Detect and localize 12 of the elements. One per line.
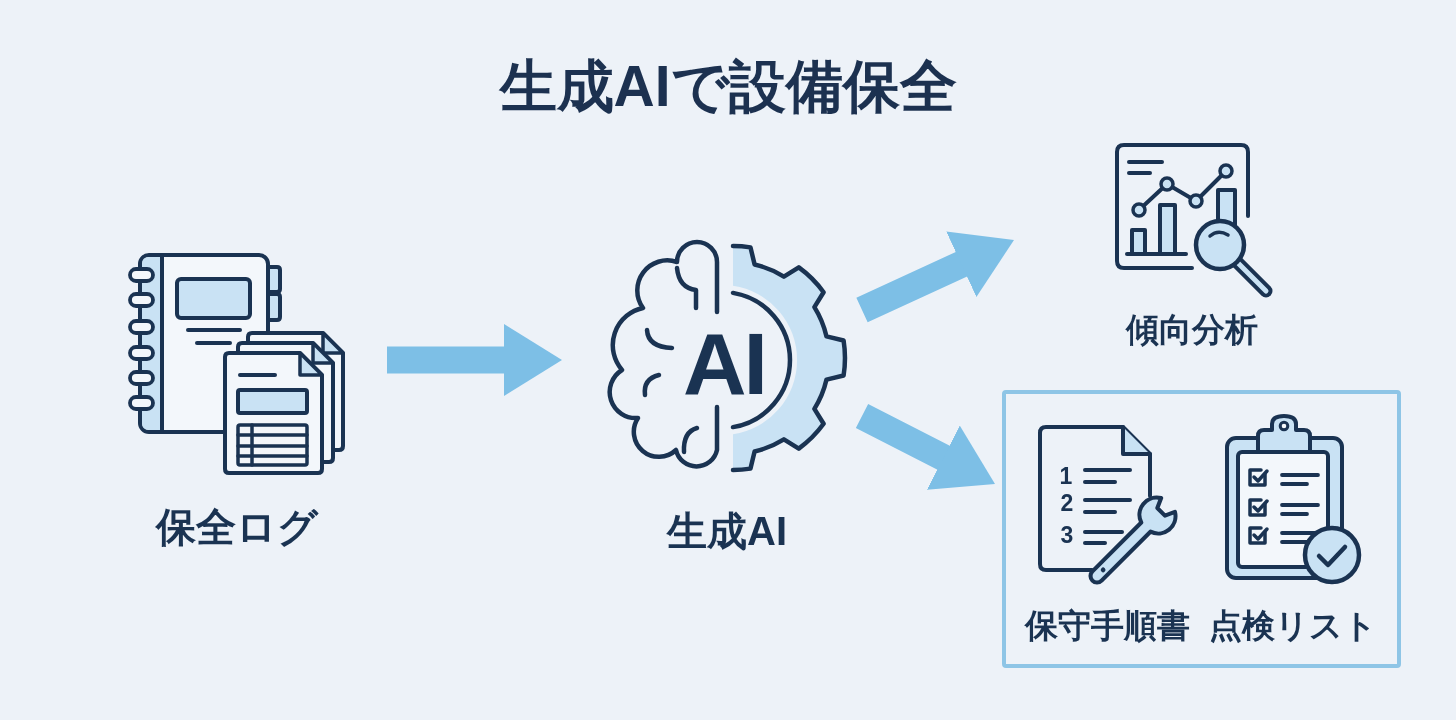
icon-text: AI <box>683 320 765 408</box>
step-number: 2 <box>1060 490 1074 518</box>
title: 生成AIで設備保全 <box>499 52 957 120</box>
node-label: 保全ログ <box>156 504 318 551</box>
node-label: 保守手順書 <box>1024 606 1190 646</box>
node-label: 点検リスト <box>1209 606 1377 646</box>
step-number: 1 <box>1059 463 1073 491</box>
node-label: 生成AI <box>667 508 787 555</box>
group-frame <box>1002 390 1401 668</box>
step-number: 3 <box>1060 522 1074 550</box>
node-label: 傾向分析 <box>1126 310 1258 350</box>
block-arrow <box>387 324 562 396</box>
